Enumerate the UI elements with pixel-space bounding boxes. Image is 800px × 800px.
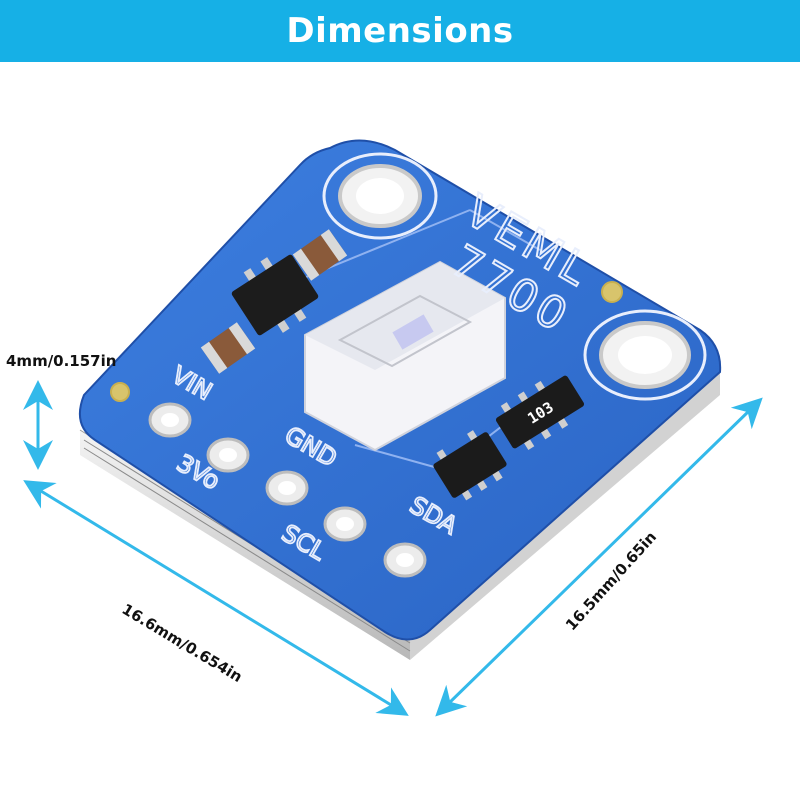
pin-pad-vin	[148, 402, 192, 438]
mounting-hole-top	[322, 152, 438, 240]
capacitor-1	[292, 229, 348, 281]
banner-title: Dimensions	[286, 11, 514, 51]
mounting-hole-right	[583, 309, 707, 401]
header-banner: Dimensions	[0, 0, 800, 62]
pin-pad-gnd	[265, 470, 309, 506]
thickness-label: 4mm/0.157in	[6, 352, 117, 370]
pin-pad-scl	[323, 506, 367, 542]
capacitor-2	[200, 322, 256, 374]
regulator-chip	[231, 254, 319, 336]
pin-pad-sda	[383, 542, 427, 578]
depth-arrow	[435, 397, 763, 717]
pin-pad-3vo	[206, 437, 250, 473]
width-arrow	[23, 480, 409, 716]
